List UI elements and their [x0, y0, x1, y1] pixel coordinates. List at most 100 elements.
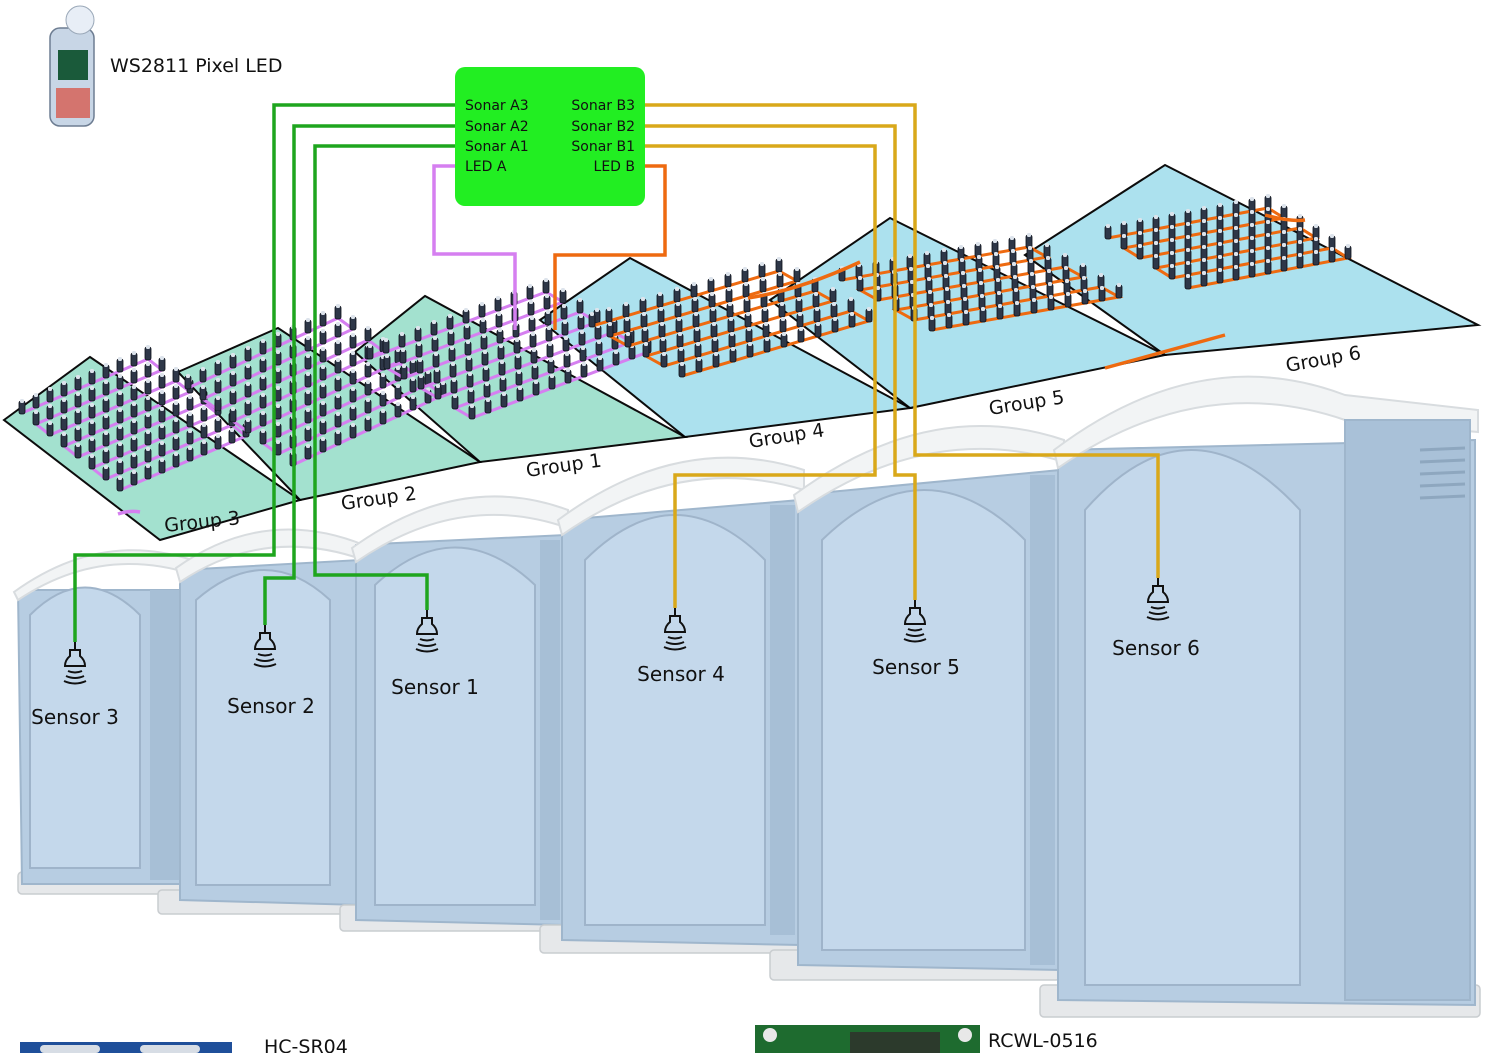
pixel-led-icon — [579, 346, 587, 362]
pixel-led-icon — [499, 376, 507, 392]
ultrasonic-sensor-icon — [415, 610, 439, 653]
pixel-led-icon — [484, 398, 492, 414]
pixel-led-icon — [144, 379, 152, 395]
pixel-led-icon — [795, 297, 803, 313]
pixel-led-icon — [1296, 227, 1304, 243]
pixel-led-icon — [709, 307, 717, 323]
pixel-led-icon — [1152, 215, 1160, 231]
pixel-led-icon — [214, 360, 222, 376]
wire-chain-4-5 — [747, 260, 861, 300]
pixel-led-icon — [479, 318, 487, 334]
controller-board: Sonar A3 Sonar A2 Sonar A1 LED A Sonar B… — [455, 67, 645, 206]
label-sensor-4: Sensor 4 — [637, 662, 725, 686]
pixel-led-icon — [676, 332, 684, 348]
ws2811-pixel-led-icon — [49, 5, 95, 127]
pixel-led-icon — [529, 332, 537, 348]
pixel-led-icon — [1328, 247, 1336, 263]
pixel-led-icon — [1063, 279, 1071, 295]
pixel-led-icon — [527, 300, 535, 316]
pixel-led-icon — [349, 405, 357, 421]
pixel-led-icon — [32, 410, 40, 426]
pixel-led-icon — [274, 440, 282, 456]
pixel-led-icon — [304, 336, 312, 352]
pixel-led-icon — [712, 352, 720, 368]
pixel-led-icon — [1344, 244, 1352, 260]
pixel-led-icon — [274, 368, 282, 384]
wire-led-a — [432, 164, 517, 330]
rcwl-module-icon — [755, 1025, 980, 1053]
pixel-led-icon — [116, 442, 124, 458]
pixel-led-icon — [923, 251, 931, 267]
pixel-led-icon — [186, 395, 194, 411]
pixel-led-icon — [690, 282, 698, 298]
label-sensor-1: Sensor 1 — [391, 675, 479, 699]
pixel-led-icon — [1136, 244, 1144, 260]
pixel-led-icon — [334, 340, 342, 356]
wire-sonar-b3 — [638, 103, 1160, 578]
pixel-led-icon — [144, 362, 152, 378]
pixel-led-icon — [60, 398, 68, 414]
pixel-led-icon — [244, 400, 252, 416]
pixel-led-icon — [244, 364, 252, 380]
pixel-led-icon — [796, 312, 804, 328]
pixel-led-icon — [497, 344, 505, 360]
pixel-led-icon — [130, 419, 138, 435]
pixel-led-icon — [547, 358, 555, 374]
pixel-led-icon — [542, 278, 550, 294]
pixel-led-icon — [229, 371, 237, 387]
pixel-led-icon — [1264, 233, 1272, 249]
pixel-led-icon — [1200, 271, 1208, 287]
pixel-led-icon — [1152, 254, 1160, 270]
pixel-led-icon — [606, 322, 614, 338]
pixel-led-icon — [102, 397, 110, 413]
pixel-led-icon — [759, 277, 767, 293]
pixel-led-icon — [1184, 261, 1192, 277]
pixel-led-icon — [960, 284, 968, 300]
pixel-led-icon — [74, 392, 82, 408]
wiring — [73, 103, 1306, 642]
pixel-led-icon — [1264, 220, 1272, 236]
pixel-led-icon — [1168, 238, 1176, 254]
pixel-led-icon — [116, 408, 124, 424]
pixel-led-icon — [434, 384, 442, 400]
pixel-led-icon — [496, 328, 504, 344]
pixel-led-icon — [605, 307, 613, 323]
pixel-led-icon — [158, 373, 166, 389]
pixel-led-icon — [172, 418, 180, 434]
pixel-led-icon — [1200, 206, 1208, 222]
pixel-led-icon — [446, 314, 454, 330]
pixel-led-icon — [1028, 272, 1036, 288]
pixel-led-icon — [334, 394, 342, 410]
pixel-led-icon — [1010, 262, 1018, 278]
pixel-led-icon — [1008, 236, 1016, 252]
pixel-led-icon — [334, 430, 342, 446]
pixel-led-icon — [1248, 262, 1256, 278]
pixel-led-icon — [144, 464, 152, 480]
pixel-led-icon — [530, 348, 538, 364]
pixel-led-icon — [711, 337, 719, 353]
pixel-led-icon — [1312, 224, 1320, 240]
pixel-led-icon — [996, 304, 1004, 320]
label-sensor-5: Sensor 5 — [872, 655, 960, 679]
led-grid-group-1 — [18, 345, 250, 492]
pixel-led-icon — [431, 336, 439, 352]
pixel-led-icon — [364, 398, 372, 414]
pixel-led-icon — [928, 316, 936, 332]
pixel-led-icon — [199, 385, 207, 401]
pixel-led-icon — [130, 351, 138, 367]
pixel-led-icon — [656, 292, 664, 308]
pixel-led-icon — [483, 382, 491, 398]
pixel-led-icon — [1248, 223, 1256, 239]
pixel-led-icon — [186, 412, 194, 428]
pixel-led-icon — [334, 322, 342, 338]
pixel-led-icon — [813, 307, 821, 323]
pixel-led-icon — [130, 402, 138, 418]
pixel-led-icon — [319, 437, 327, 453]
pixel-led-icon — [545, 326, 553, 342]
pixel-led-icon — [563, 352, 571, 368]
led-pixel-grids — [18, 194, 1353, 492]
pixel-led-icon — [1061, 253, 1069, 269]
pixel-led-icon — [695, 357, 703, 373]
pixel-led-icon — [926, 290, 934, 306]
pixel-led-icon — [244, 346, 252, 362]
